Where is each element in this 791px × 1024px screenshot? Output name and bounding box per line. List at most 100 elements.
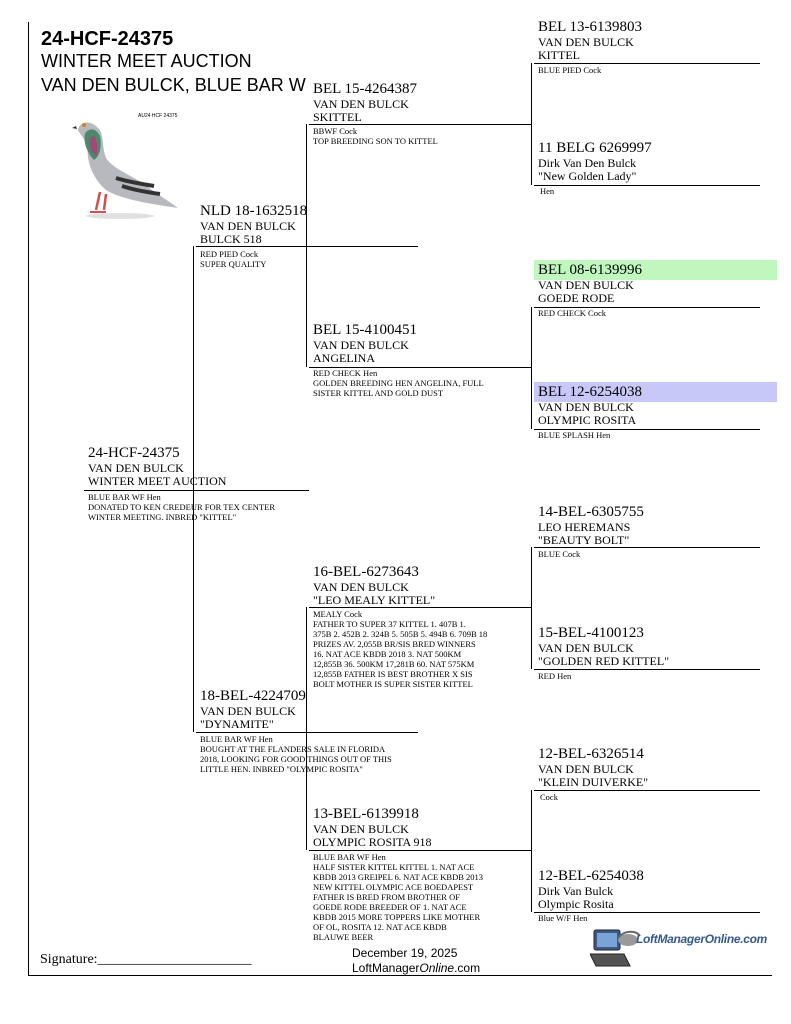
dd-name: OLYMPIC ROSITA 918 — [313, 835, 432, 849]
dd-breeder: VAN DEN BULCK — [313, 822, 409, 836]
ds-entry: 16-BEL-6273643 VAN DEN BULCK "LEO MEALY … — [313, 564, 435, 607]
sire-ring: NLD 18-1632518 — [200, 203, 308, 219]
dds-entry: 12-BEL-6326514 VAN DEN BULCK "KLEIN DUIV… — [538, 746, 648, 789]
site-url-prefix: LoftManager — [352, 961, 420, 975]
sdd-name: OLYMPIC ROSITA — [538, 413, 637, 427]
ss-entry: BEL 15-4264387 VAN DEN BULCK SKITTEL — [313, 81, 417, 124]
dd-underline — [309, 850, 531, 851]
dsd-entry: 15-BEL-4100123 VAN DEN BULCK "GOLDEN RED… — [538, 625, 669, 668]
ddd-ring: 12-BEL-6254038 — [538, 868, 644, 884]
sds-highlight — [534, 260, 777, 280]
sd-entry: BEL 15-4100451 VAN DEN BULCK ANGELINA — [313, 322, 417, 365]
sss-underline — [534, 63, 760, 64]
ss-ring: BEL 15-4264387 — [313, 81, 418, 97]
ds-breeder: VAN DEN BULCK — [313, 580, 409, 594]
dam-desc: BLUE BAR WF Hen BOUGHT AT THE FLANDERS S… — [200, 734, 392, 774]
subject-entry: 24-HCF-24375 VAN DEN BULCK WINTER MEET A… — [88, 445, 226, 488]
sire-entry: NLD 18-1632518 VAN DEN BULCK BULCK 518 — [200, 203, 307, 246]
sire-desc: RED PIED Cock SUPER QUALITY — [200, 249, 267, 269]
sd-ring: BEL 15-4100451 — [313, 322, 418, 338]
signature-line: Signature:______________________ — [40, 952, 252, 967]
dss-underline — [534, 547, 760, 548]
ss-desc: BBWF Cock TOP BREEDING SON TO KITTEL — [313, 126, 438, 146]
gen1-vertical — [193, 246, 194, 732]
dss-name: "BEAUTY BOLT" — [538, 533, 630, 547]
ddd-entry: 12-BEL-6254038 Dirk Van Bulck Olympic Ro… — [538, 868, 644, 911]
dsd-name: "GOLDEN RED KITTEL" — [538, 654, 670, 668]
pigeon-photo — [72, 108, 182, 220]
ss-breeder: VAN DEN BULCK — [313, 97, 409, 111]
sds-name: GOEDE RODE — [538, 291, 615, 305]
dss-entry: 14-BEL-6305755 LEO HEREMANS "BEAUTY BOLT… — [538, 504, 644, 547]
ssd-entry: 11 BELG 6269997 Dirk Van Den Bulck "New … — [538, 140, 652, 183]
site-url-suffix: .com — [454, 961, 481, 975]
dss-desc: BLUE Cock — [538, 549, 581, 559]
logo-text: LoftManagerOnline.com — [636, 932, 768, 946]
subject-ring: 24-HCF-24375 — [88, 445, 180, 461]
subject-name: WINTER MEET AUCTION — [88, 474, 227, 488]
dds-underline — [534, 790, 760, 791]
sire-name: BULCK 518 — [200, 232, 262, 246]
ssd-underline — [534, 185, 760, 186]
dsd-ring: 15-BEL-4100123 — [538, 625, 644, 641]
sd-name: ANGELINA — [313, 351, 375, 365]
sss-breeder: VAN DEN BULCK — [538, 35, 634, 49]
ds-name: "LEO MEALY KITTEL" — [313, 593, 436, 607]
ss-name: SKITTEL — [313, 110, 362, 124]
sds-underline — [534, 307, 760, 308]
subject-underline — [84, 490, 309, 491]
ds-ring: 16-BEL-6273643 — [313, 564, 419, 580]
loftmanager-logo: LoftManagerOnline.com — [590, 924, 767, 970]
ss-underline — [309, 124, 531, 125]
ddd-name: Olympic Rosita — [538, 897, 614, 911]
sds-desc: RED CHECK Cock — [538, 308, 606, 318]
page-title: 24-HCF-24375 — [41, 28, 174, 50]
ddd-breeder: Dirk Van Bulck — [538, 884, 614, 898]
sdd-ring: BEL 12-6254038 — [538, 384, 643, 400]
site-url: LoftManagerOnline.com — [352, 961, 480, 975]
dds-desc: Cock — [540, 792, 558, 802]
sss-entry: BEL 13-6139803 VAN DEN BULCK KITTEL — [538, 19, 642, 62]
ssd-name: "New Golden Lady" — [538, 169, 637, 183]
ds-desc: MEALY Cock FATHER TO SUPER 37 KITTEL 1. … — [313, 609, 488, 689]
dds-breeder: VAN DEN BULCK — [538, 762, 634, 776]
sds-entry: BEL 08-6139996 VAN DEN BULCK GOEDE RODE — [538, 262, 642, 305]
dsd-desc: RED Hen — [538, 671, 572, 681]
gen3-v1 — [531, 63, 532, 185]
dds-ring: 12-BEL-6326514 — [538, 746, 644, 762]
gen3-v2 — [531, 307, 532, 429]
sdd-highlight — [534, 382, 777, 402]
sss-ring: BEL 13-6139803 — [538, 19, 643, 35]
dam-breeder: VAN DEN BULCK — [200, 704, 296, 718]
breed-line: VAN DEN BULCK, BLUE BAR W — [41, 75, 306, 95]
sss-desc: BLUE PIED Cock — [538, 65, 602, 75]
sdd-breeder: VAN DEN BULCK — [538, 400, 634, 414]
page-subtitle: WINTER MEET AUCTION — [41, 51, 252, 71]
subject-breeder: VAN DEN BULCK — [88, 461, 184, 475]
ddd-desc: Blue W/F Hen — [538, 913, 588, 923]
sdd-desc: BLUE SPLASH Hen — [538, 430, 611, 440]
ssd-desc: Hen — [540, 186, 555, 196]
sd-breeder: VAN DEN BULCK — [313, 338, 409, 352]
gen2-upper-vertical — [306, 124, 307, 367]
ddd-underline — [534, 912, 760, 913]
gen3-v3 — [531, 547, 532, 669]
dss-ring: 14-BEL-6305755 — [538, 504, 644, 520]
page-bottom-border — [28, 975, 772, 976]
dd-desc: BLUE BAR WF Hen HALF SISTER KITTEL KITTE… — [313, 852, 484, 942]
site-url-italic: Online — [419, 961, 455, 975]
dss-breeder: LEO HEREMANS — [538, 520, 631, 534]
ssd-breeder: Dirk Van Den Bulck — [538, 156, 637, 170]
dd-ring: 13-BEL-6139918 — [313, 806, 419, 822]
gen3-v4 — [531, 790, 532, 912]
sss-name: KITTEL — [538, 48, 580, 62]
photo-caption: AU24 HCF 24375 — [138, 113, 178, 119]
dsd-breeder: VAN DEN BULCK — [538, 641, 634, 655]
dd-entry: 13-BEL-6139918 VAN DEN BULCK OLYMPIC ROS… — [313, 806, 432, 849]
page-left-border — [28, 22, 29, 976]
subject-desc: BLUE BAR WF Hen DONATED TO KEN CREDEUR F… — [88, 492, 276, 522]
sdd-entry: BEL 12-6254038 VAN DEN BULCK OLYMPIC ROS… — [538, 384, 642, 427]
sds-breeder: VAN DEN BULCK — [538, 278, 634, 292]
ds-underline — [309, 607, 531, 608]
sds-ring: BEL 08-6139996 — [538, 262, 643, 278]
